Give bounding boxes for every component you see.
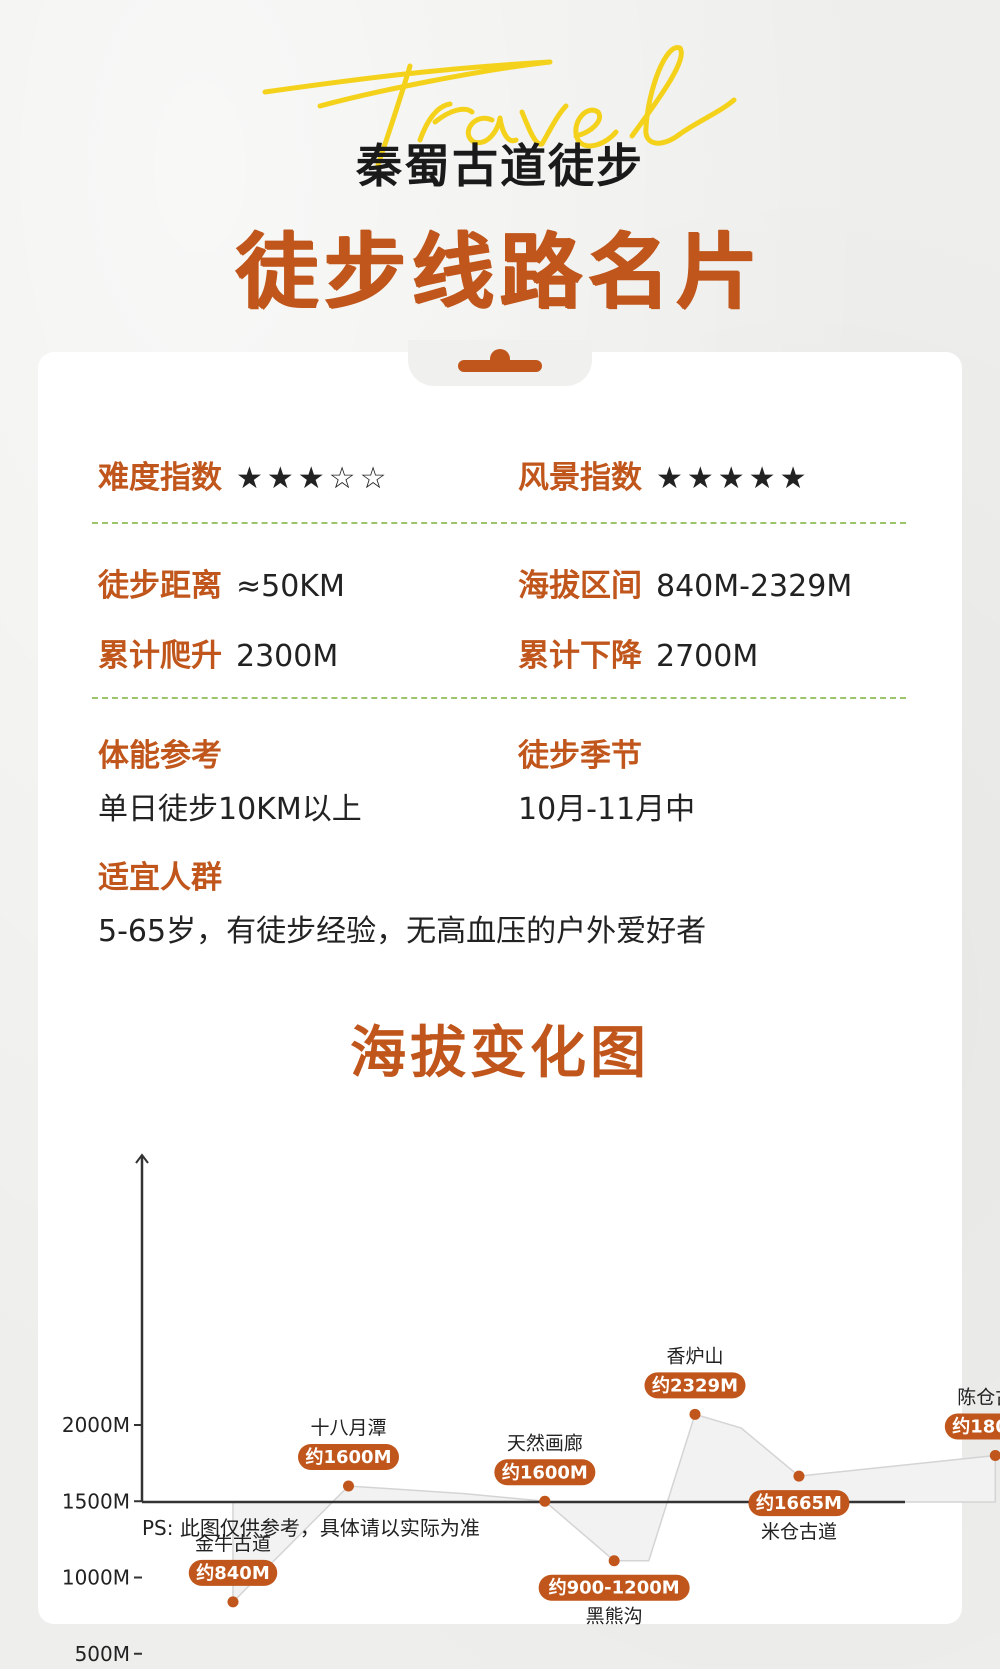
data-point bbox=[989, 1450, 1000, 1461]
audience-value: 5-65岁，有徒步经验，无高血压的户外爱好者 bbox=[98, 914, 707, 949]
season-value: 10月-11月中 bbox=[518, 792, 696, 827]
data-label-pill bbox=[644, 1372, 746, 1399]
data-label-pill bbox=[298, 1444, 399, 1470]
elevation-area bbox=[232, 1413, 997, 1604]
ascent-label: 累计爬升 bbox=[98, 638, 222, 674]
ascent-value: 2300M bbox=[236, 639, 339, 674]
distance-row: 徒步距离 ≈50KM bbox=[98, 560, 345, 605]
difficulty-row: 难度指数 ★★★☆☆ bbox=[98, 452, 390, 497]
season-label: 徒步季节 bbox=[518, 738, 642, 774]
y-tick-label: 1500M bbox=[62, 1489, 130, 1513]
data-label: 约1809M bbox=[952, 1416, 1000, 1438]
point-name: 陈仓古道 bbox=[957, 1387, 1000, 1409]
ascent-row: 累计爬升 2300M bbox=[98, 630, 338, 675]
data-label-pill bbox=[188, 1559, 278, 1586]
difficulty-label: 难度指数 bbox=[98, 460, 222, 496]
altitude-range-label: 海拔区间 bbox=[518, 568, 642, 604]
data-point bbox=[539, 1495, 551, 1507]
data-label: 约840M bbox=[196, 1562, 270, 1584]
descent-row: 累计下降 2700M bbox=[518, 630, 758, 675]
page-title: 徒步线路名片 bbox=[235, 225, 764, 320]
point-name: 金牛古道 bbox=[195, 1533, 271, 1555]
point-name: 黑熊沟 bbox=[586, 1606, 643, 1628]
distance-label: 徒步距离 bbox=[98, 568, 222, 604]
divider bbox=[92, 522, 906, 524]
data-point bbox=[608, 1555, 620, 1567]
distance-value: ≈50KM bbox=[236, 569, 345, 604]
scenery-row: 风景指数 ★★★★★ bbox=[518, 452, 810, 497]
data-label: 约900-1200M bbox=[549, 1577, 680, 1599]
y-tick-label: 2000M bbox=[62, 1413, 130, 1437]
fitness-label: 体能参考 bbox=[98, 738, 222, 774]
descent-label: 累计下降 bbox=[518, 638, 642, 674]
route-card bbox=[38, 352, 962, 1624]
data-point bbox=[227, 1596, 239, 1608]
divider bbox=[92, 697, 906, 699]
scenery-label: 风景指数 bbox=[518, 460, 642, 496]
difficulty-stars: ★★★☆☆ bbox=[236, 461, 391, 496]
data-point bbox=[343, 1480, 354, 1492]
data-label: 约1600M bbox=[502, 1461, 588, 1483]
data-label-pill bbox=[538, 1574, 690, 1601]
descent-value: 2700M bbox=[656, 639, 759, 674]
chart-title: 海拔变化图 bbox=[350, 1021, 650, 1086]
data-label-pill bbox=[748, 1490, 850, 1517]
altitude-range-value: 840M-2329M bbox=[656, 569, 853, 604]
point-name: 天然画廊 bbox=[507, 1432, 583, 1454]
altitude-range-row: 海拔区间 840M-2329M bbox=[518, 560, 852, 605]
data-point bbox=[689, 1408, 701, 1420]
point-name: 香炉山 bbox=[666, 1345, 723, 1367]
audience-label: 适宜人群 bbox=[98, 860, 222, 896]
tab-bar bbox=[458, 360, 542, 372]
data-label-pill bbox=[494, 1459, 596, 1486]
point-name: 十八月潭 bbox=[310, 1417, 386, 1439]
y-tick-label: 1000M bbox=[62, 1566, 130, 1590]
y-axis-arrow-icon bbox=[135, 1153, 149, 1164]
data-point bbox=[793, 1470, 805, 1482]
data-label: 约1665M bbox=[756, 1492, 842, 1514]
y-tick-label: 500M bbox=[75, 1642, 130, 1666]
scenery-stars: ★★★★★ bbox=[656, 461, 811, 496]
data-label-pill bbox=[944, 1413, 1000, 1440]
data-label: 约2329M bbox=[652, 1374, 738, 1396]
tab-dot bbox=[490, 349, 510, 363]
fitness-value: 单日徒步10KM以上 bbox=[98, 792, 362, 827]
point-name: 米仓古道 bbox=[761, 1521, 837, 1543]
subtitle: 秦蜀古道徒步 bbox=[356, 139, 644, 193]
data-label: 约1600M bbox=[305, 1446, 391, 1468]
chart-note: PS: 此图仅供参考，具体请以实际为准 bbox=[142, 1516, 480, 1540]
travel-script-logo bbox=[262, 45, 737, 168]
